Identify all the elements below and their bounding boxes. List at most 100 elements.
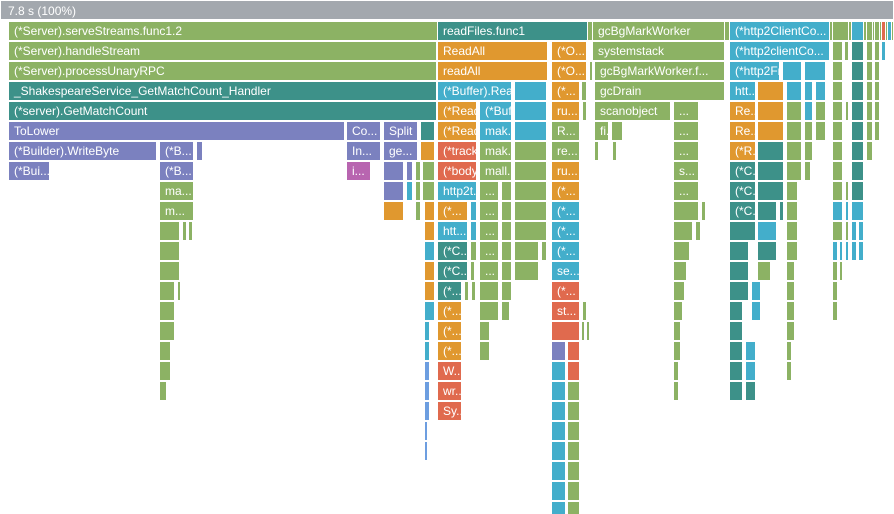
flame-frame-unlabeled[interactable] [514,121,547,141]
flame-frame[interactable]: (*... [437,281,462,301]
flame-frame[interactable]: ... [479,241,499,261]
flame-frame[interactable]: ge... [383,141,418,161]
flame-frame[interactable]: htt... [729,81,756,101]
flamegraph-header-bar[interactable]: 7.8 s (100%) [0,0,894,20]
flame-frame-unlabeled[interactable] [815,121,826,141]
flame-frame-unlabeled[interactable] [582,101,587,121]
flame-frame-unlabeled[interactable] [514,261,539,281]
flame-frame[interactable]: W... [437,361,462,381]
flame-frame-unlabeled[interactable] [832,261,838,281]
flame-frame-unlabeled[interactable] [832,101,843,121]
flame-frame-unlabeled[interactable] [406,181,413,201]
flame-frame-unlabeled[interactable] [845,201,849,221]
flame-frame-unlabeled[interactable] [514,101,547,121]
flame-frame-unlabeled[interactable] [188,221,193,241]
flame-frame-unlabeled[interactable] [881,41,886,61]
flame-frame-unlabeled[interactable] [786,121,802,141]
flame-frame-unlabeled[interactable] [844,41,849,61]
flame-frame-unlabeled[interactable] [501,201,512,221]
flame-frame-unlabeled[interactable] [177,281,181,301]
flame-frame[interactable]: (*... [551,81,580,101]
flame-frame-unlabeled[interactable] [866,101,873,121]
flame-frame-unlabeled[interactable] [424,241,435,261]
flame-frame-unlabeled[interactable] [729,221,756,241]
flame-frame-unlabeled[interactable] [514,141,547,161]
flame-frame-unlabeled[interactable] [611,121,623,141]
flame-frame[interactable]: _ShakespeareService_GetMatchCount_Handle… [8,81,437,101]
flame-frame-unlabeled[interactable] [786,321,795,341]
flame-frame-unlabeled[interactable] [729,301,743,321]
flame-frame[interactable]: readAll [437,61,548,81]
flame-frame-unlabeled[interactable] [567,461,580,481]
flame-frame[interactable]: re... [551,141,580,161]
flame-frame-unlabeled[interactable] [673,321,681,341]
flame-frame-unlabeled[interactable] [159,261,180,281]
flame-frame-unlabeled[interactable] [567,381,580,401]
flame-frame-unlabeled[interactable] [786,341,792,361]
flame-frame-unlabeled[interactable] [786,141,802,161]
flame-frame-unlabeled[interactable] [832,181,843,201]
flame-frame-unlabeled[interactable] [383,201,404,221]
flame-frame-unlabeled[interactable] [851,141,864,161]
flame-frame-unlabeled[interactable] [551,481,566,501]
flame-frame-unlabeled[interactable] [424,341,430,361]
flame-frame-unlabeled[interactable] [804,161,811,181]
flame-frame[interactable]: i... [346,161,371,181]
flame-frame-unlabeled[interactable] [786,161,802,181]
flame-frame-unlabeled[interactable] [815,101,826,121]
flame-frame-unlabeled[interactable] [159,301,175,321]
flame-frame-unlabeled[interactable] [851,121,864,141]
flame-frame-unlabeled[interactable] [729,381,743,401]
flame-frame[interactable]: (*Bui... [8,161,50,181]
flame-frame-unlabeled[interactable] [479,301,499,321]
flame-frame[interactable]: mak... [479,141,512,161]
flame-frame-unlabeled[interactable] [887,21,892,41]
flame-frame-unlabeled[interactable] [673,221,693,241]
flame-frame-unlabeled[interactable] [479,281,499,301]
flame-frame-unlabeled[interactable] [757,161,784,181]
flame-frame[interactable]: (*Server).handleStream [8,41,437,61]
flame-frame-unlabeled[interactable] [551,321,580,341]
flame-frame-unlabeled[interactable] [159,241,180,261]
flame-frame-unlabeled[interactable] [757,141,784,161]
flame-frame-unlabeled[interactable] [551,381,566,401]
flame-frame[interactable]: (*http2ClientCo... [729,21,830,41]
flame-frame-unlabeled[interactable] [673,241,690,261]
flame-frame-unlabeled[interactable] [470,241,477,261]
flame-frame[interactable]: (*... [551,221,580,241]
flame-frame-unlabeled[interactable] [673,381,679,401]
flame-frame-unlabeled[interactable] [695,221,701,241]
flame-frame-unlabeled[interactable] [851,81,864,101]
flame-frame[interactable]: Re... [729,121,756,141]
flame-frame[interactable]: ... [479,261,499,281]
flame-frame[interactable]: readFiles.func1 [437,21,588,41]
flame-frame-unlabeled[interactable] [729,341,743,361]
flame-frame-unlabeled[interactable] [673,201,699,221]
flame-frame-unlabeled[interactable] [839,241,843,261]
flame-frame-unlabeled[interactable] [804,121,813,141]
flame-frame-unlabeled[interactable] [851,41,864,61]
flame-frame-unlabeled[interactable] [567,361,580,381]
flame-frame-unlabeled[interactable] [786,261,795,281]
flame-frame[interactable]: s... [673,161,699,181]
flame-frame-unlabeled[interactable] [757,181,784,201]
flame-frame-unlabeled[interactable] [866,21,873,41]
flame-frame-unlabeled[interactable] [159,341,171,361]
flame-frame-unlabeled[interactable] [786,81,802,101]
flame-frame-unlabeled[interactable] [751,301,761,321]
flame-frame-unlabeled[interactable] [874,121,880,141]
flame-frame[interactable]: systemstack [592,41,725,61]
flame-frame[interactable]: (*http2clientCo... [729,41,830,61]
flame-frame-unlabeled[interactable] [851,61,864,81]
flame-frame-unlabeled[interactable] [745,361,756,381]
flame-frame-unlabeled[interactable] [471,281,476,301]
flame-frame-unlabeled[interactable] [424,401,430,421]
flame-frame-unlabeled[interactable] [729,361,743,381]
flame-frame-unlabeled[interactable] [673,301,683,321]
flame-frame[interactable]: (*C... [437,261,468,281]
flame-frame-unlabeled[interactable] [757,201,777,221]
flame-frame-unlabeled[interactable] [832,41,843,61]
flame-frame[interactable]: ru... [551,101,580,121]
flame-frame-unlabeled[interactable] [551,341,566,361]
